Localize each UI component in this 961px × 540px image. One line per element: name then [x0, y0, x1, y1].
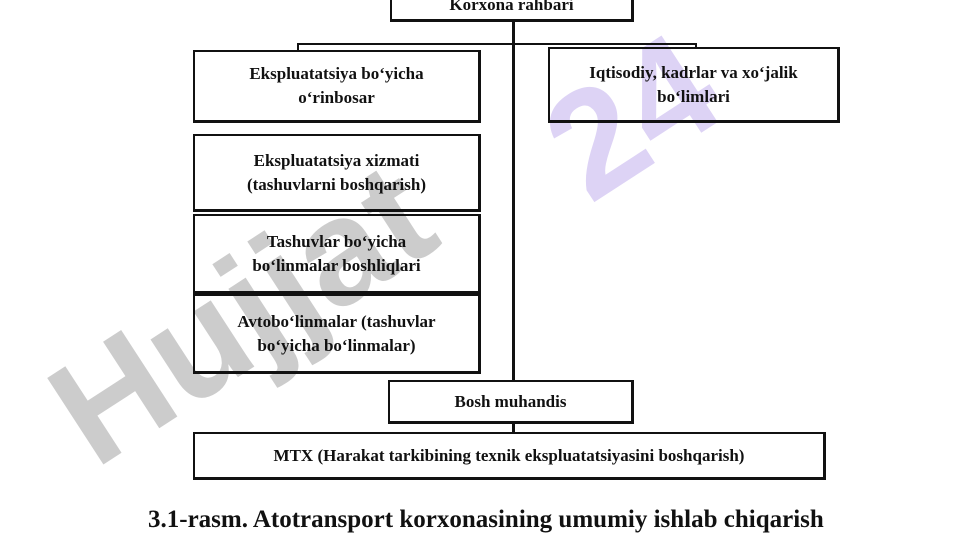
- economic-departments-line1: Iqtisodiy, kadrlar va xo‘jalik: [589, 62, 798, 82]
- mtx-label: MTX (Harakat tarkibining texnik ekspluat…: [273, 445, 745, 465]
- auto-divisions-line2: bo‘yicha bo‘linmalar): [257, 335, 416, 355]
- connector-engineer-mtx: [512, 422, 515, 434]
- operations-service-box: Ekspluatatsiya xizmati (tashuvlarni bosh…: [193, 134, 481, 212]
- director-label: Korxona rahbari: [449, 0, 574, 14]
- economic-departments-line2: bo‘limlari: [657, 86, 730, 106]
- division-heads-box: Tashuvlar bo‘yicha bo‘linmalar boshliqla…: [193, 214, 481, 294]
- mtx-box: MTX (Harakat tarkibining texnik ekspluat…: [193, 432, 826, 480]
- operations-service-line1: Ekspluatatsiya xizmati: [253, 150, 420, 170]
- chief-engineer-box: Bosh muhandis: [388, 380, 634, 424]
- deputy-operations-box: Ekspluatatsiya bo‘yicha o‘rinbosar: [193, 50, 481, 123]
- deputy-operations-line2: o‘rinbosar: [298, 88, 375, 107]
- division-heads-line2: bo‘linmalar boshliqlari: [252, 255, 421, 275]
- connector-right-drop: [695, 43, 697, 49]
- director-box: Korxona rahbari: [390, 0, 634, 22]
- deputy-operations-line1: Ekspluatatsiya bo‘yicha: [249, 64, 424, 83]
- figure-caption: 3.1-rasm. Atotransport korxonasining umu…: [148, 506, 824, 533]
- auto-divisions-line1: Avtobo‘linmalar (tashuvlar: [237, 311, 436, 331]
- division-heads-line1: Tashuvlar bo‘yicha: [266, 231, 407, 251]
- connector-horizontal: [297, 43, 697, 45]
- connector-left-drop: [297, 43, 299, 51]
- connector-top-vertical: [512, 20, 515, 380]
- economic-departments-box: Iqtisodiy, kadrlar va xo‘jalik bo‘limlar…: [548, 47, 840, 123]
- operations-service-line2: (tashuvlarni boshqarish): [246, 174, 427, 194]
- auto-divisions-box: Avtobo‘linmalar (tashuvlar bo‘yicha bo‘l…: [193, 294, 481, 374]
- chief-engineer-label: Bosh muhandis: [454, 391, 567, 411]
